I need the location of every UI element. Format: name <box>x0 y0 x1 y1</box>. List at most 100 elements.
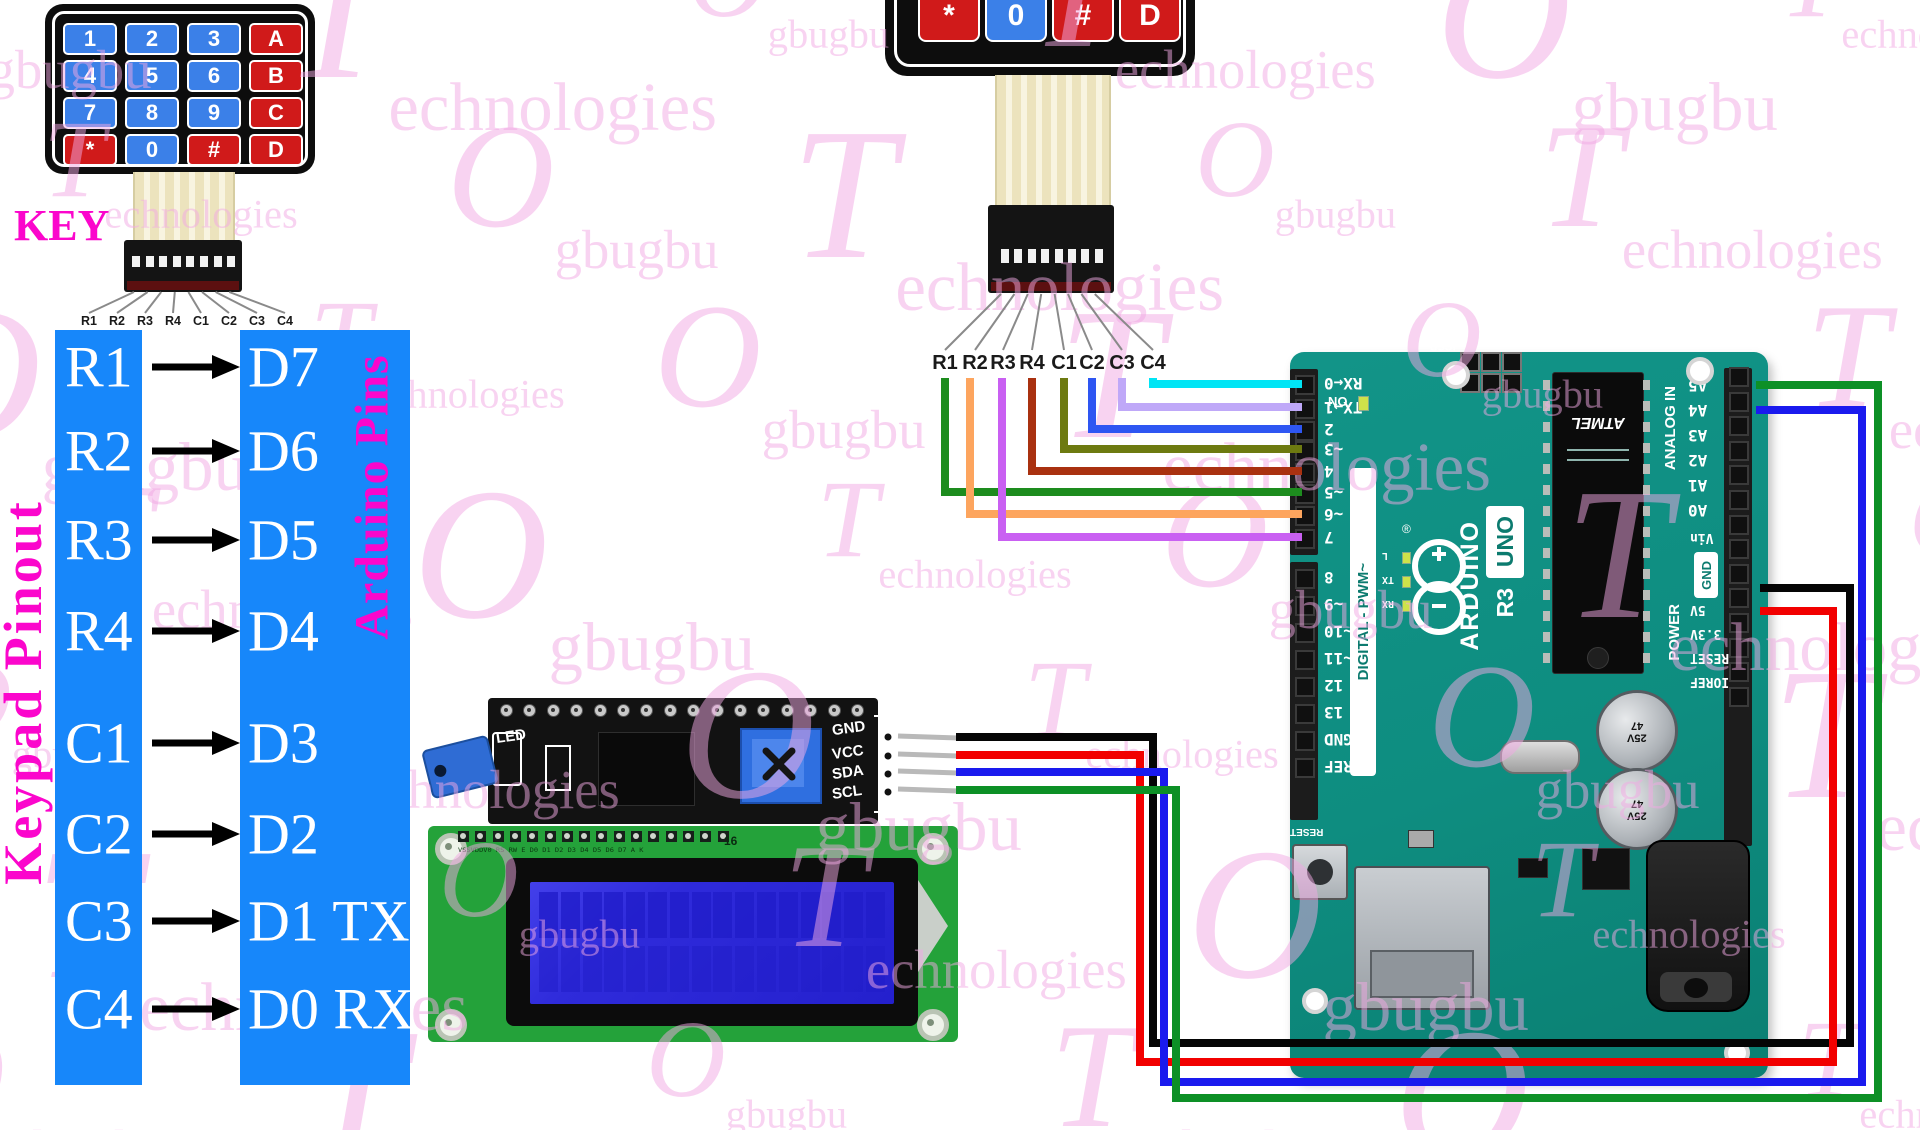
i2c-top-pin <box>827 704 841 717</box>
power-label: POWER <box>1666 604 1683 661</box>
pinout-table-right-title: Arduino Pins <box>345 354 399 640</box>
lcd-pin <box>682 831 694 842</box>
arrow-head <box>212 355 240 379</box>
analog-pin-label-A1: A1 <box>1688 476 1708 495</box>
mcu-leg <box>1543 506 1550 516</box>
table-arduino-pin-D0 RX: D0 RX <box>248 976 414 1042</box>
keypad-wire-R2 <box>966 378 1302 518</box>
mcu-leg <box>1643 443 1650 453</box>
lcd-pin <box>475 831 487 842</box>
keypad2-key-*: * <box>918 0 980 42</box>
lcd-side-tab <box>918 880 948 972</box>
uno-model-box: UNO <box>1486 506 1524 578</box>
dc-power-jack <box>1646 840 1750 1012</box>
mcu-line <box>1567 459 1629 461</box>
table-arduino-pin-D2: D2 <box>248 801 319 867</box>
mcu-brand: ATMEL <box>1571 414 1625 431</box>
keypad-pin-label-C4: C4 <box>277 314 293 328</box>
connector-red-strip <box>991 282 1111 291</box>
pin-socket <box>1295 677 1315 697</box>
on-label: ON <box>1328 394 1348 409</box>
i2c-led-label: LED <box>494 725 528 748</box>
crystal-oscillator <box>1500 740 1580 774</box>
table-arduino-pin-D1 TX: D1 TX <box>248 888 410 954</box>
line <box>1031 293 1043 351</box>
lcd-character-cell <box>648 892 667 938</box>
mcu-leg <box>1643 422 1650 432</box>
arrow-head <box>212 822 240 846</box>
lcd-character-cell <box>582 946 602 992</box>
watermark-technologies: Technologies <box>1024 638 1279 777</box>
smd-chip <box>1582 848 1630 890</box>
lcd-character-cell <box>866 946 885 992</box>
watermark-ogbugbu: Ogbugbu <box>1436 0 1778 146</box>
atmega328p-chip: ATMEL <box>1552 372 1644 674</box>
i2c-pin-label-GND: GND <box>830 717 867 740</box>
mcu-leg <box>1543 422 1550 432</box>
lcd-character-cell <box>691 946 711 992</box>
i2c-top-pin <box>851 704 864 717</box>
connector-pin <box>1014 249 1023 263</box>
lcd-pin <box>561 831 573 842</box>
led-RX <box>1402 600 1411 612</box>
connector-pin <box>1081 249 1090 263</box>
keypad2-pin-label-C1: C1 <box>1051 352 1077 374</box>
line <box>974 293 1016 351</box>
icsp-pin <box>1481 352 1501 372</box>
keypad-key-#: # <box>187 134 241 166</box>
keypad2-pin-label-R2: R2 <box>962 352 988 374</box>
pin-socket <box>1295 484 1315 504</box>
digital-pin-label-13: 13 <box>1324 703 1344 722</box>
pin-socket <box>1729 367 1749 387</box>
lcd-character-cell <box>604 946 624 992</box>
digital-pin-label-12: 12 <box>1324 676 1344 695</box>
i2c-top-pin <box>757 704 771 717</box>
lcd-character-cell <box>844 892 864 938</box>
mcu-leg <box>1643 548 1650 558</box>
connector-red-strip <box>127 281 239 290</box>
line <box>201 291 230 314</box>
keypad-pin-label-R3: R3 <box>137 314 153 328</box>
watermark-ogbugbu: Ogbugbu <box>413 450 755 686</box>
table-keypad-pin-C1: C1 <box>65 710 133 776</box>
line <box>1053 293 1065 351</box>
lcd-character-cell <box>735 946 755 992</box>
mcu-leg <box>1543 590 1550 600</box>
i2c-top-pin <box>687 704 701 717</box>
lcd-character-cell <box>539 892 558 938</box>
mcu-leg <box>1643 653 1650 663</box>
usb-connector <box>1354 866 1490 1010</box>
keypad2-pin-label-R1: R1 <box>932 352 958 374</box>
lcd-character-cell <box>560 946 580 992</box>
mcu-leg <box>1643 485 1650 495</box>
keypad-key-D: D <box>249 134 303 166</box>
pinout-table-left-title: Keypad Pinout <box>0 499 53 885</box>
digital-pin-label-~6: ~6 <box>1324 505 1344 524</box>
arrow-head <box>212 439 240 463</box>
lcd-character-cell <box>800 946 820 992</box>
pin-socket <box>1729 514 1749 535</box>
table-keypad-pin-R1: R1 <box>65 334 133 400</box>
keypad-key-4: 4 <box>63 60 117 92</box>
pin-socket <box>1729 588 1749 609</box>
pin-socket <box>1295 650 1315 670</box>
lcd-pin <box>700 831 712 842</box>
lcd-character-cell <box>800 892 820 938</box>
connector-pin <box>132 256 140 267</box>
lcd-character-cell <box>539 946 558 992</box>
line <box>116 291 149 314</box>
i2c-top-pin <box>734 704 747 717</box>
lcd-pin <box>527 831 539 842</box>
keypad-wire-R3 <box>998 378 1302 541</box>
pin-socket <box>1729 563 1749 584</box>
lcd-pin <box>613 831 625 842</box>
connector-pin <box>172 256 181 267</box>
lcd-character-cell <box>713 946 733 992</box>
keypad2-key-0: 0 <box>985 0 1047 42</box>
digital-pwm-label: DIGITAL - PWM~ <box>1354 563 1372 681</box>
i2c-jumper-cap <box>420 734 500 800</box>
pin-socket <box>1729 686 1749 707</box>
mcu-leg <box>1543 527 1550 537</box>
